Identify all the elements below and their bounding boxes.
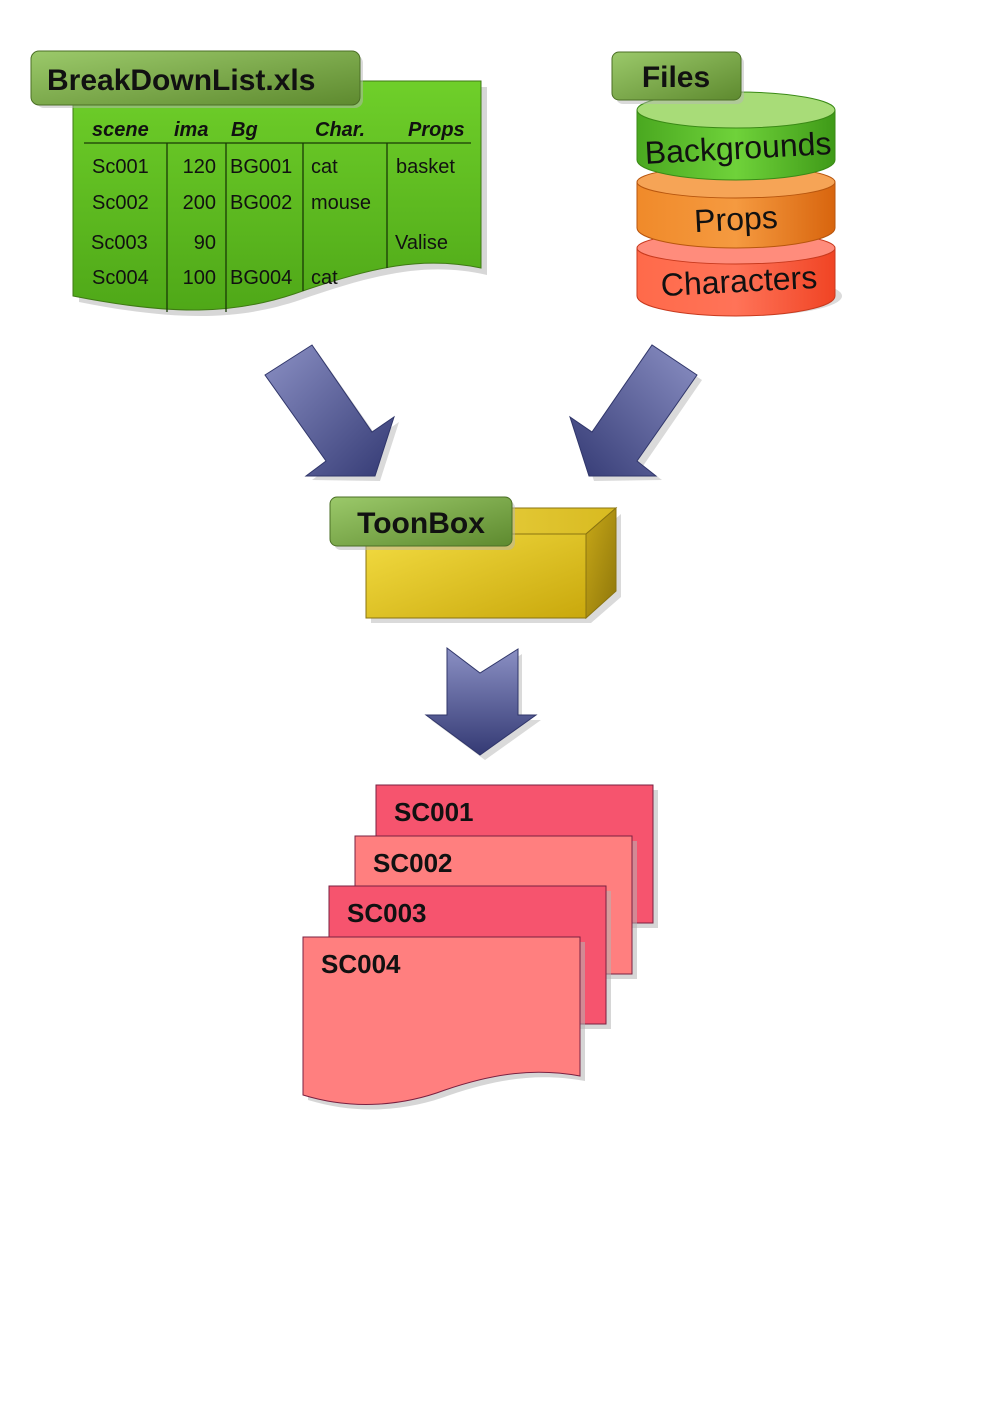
cell-scene: Sc002 xyxy=(92,192,149,214)
cell-char: cat xyxy=(311,267,338,289)
col-header-props: Props xyxy=(408,119,465,141)
table-row: Sc002 200 BG002 mouse xyxy=(92,192,371,214)
cell-ima: 100 xyxy=(183,267,216,289)
cell-scene: Sc004 xyxy=(92,267,149,289)
toonbox-title: ToonBox xyxy=(357,507,485,540)
backgrounds-cylinder: Backgrounds xyxy=(636,91,836,181)
toonbox-process: ToonBox xyxy=(329,496,621,623)
files-stack: Characters Props Backgrounds Files xyxy=(611,51,842,317)
arrow-down-icon xyxy=(424,646,541,760)
scene-card-label: SC002 xyxy=(373,848,453,878)
toonbox-title-tab xyxy=(329,496,513,547)
table-row: Sc003 90 Valise xyxy=(91,232,448,254)
cell-char: cat xyxy=(311,156,338,178)
table-row: Sc004 100 BG004 cat xyxy=(92,267,338,289)
arrow-right-down-icon xyxy=(569,344,702,481)
characters-label: Characters xyxy=(660,259,818,303)
table-row: Sc001 120 BG001 cat basket xyxy=(92,156,455,178)
props-label: Props xyxy=(693,199,778,239)
cell-ima: 120 xyxy=(183,156,216,178)
col-header-char: Char. xyxy=(315,119,365,141)
sheet-background xyxy=(72,80,482,311)
col-header-scene: scene xyxy=(92,119,149,141)
cell-ima: 200 xyxy=(183,192,216,214)
scene-card-label: SC004 xyxy=(321,949,401,979)
sheet-title-tab xyxy=(30,50,361,106)
cell-char: mouse xyxy=(311,192,371,214)
breakdown-list-sheet: scene ima Bg Char. Props Sc001 120 BG001… xyxy=(30,50,487,317)
output-scenes: SC001 SC002 SC003 SC004 xyxy=(302,784,658,1110)
cell-bg: BG004 xyxy=(230,267,292,289)
cell-ima: 90 xyxy=(194,232,216,254)
cell-props: Valise xyxy=(395,232,448,254)
sheet-title: BreakDownList.xls xyxy=(47,64,315,97)
scene-card-sc004: SC004 xyxy=(302,936,585,1110)
arrow-left-down-icon xyxy=(264,344,399,481)
col-header-bg: Bg xyxy=(231,119,258,141)
scene-card-label: SC003 xyxy=(347,898,427,928)
cell-scene: Sc003 xyxy=(91,232,148,254)
cell-props: basket xyxy=(396,156,455,178)
files-title: Files xyxy=(642,61,710,94)
cell-scene: Sc001 xyxy=(92,156,149,178)
cell-bg: BG002 xyxy=(230,192,292,214)
cell-bg: BG001 xyxy=(230,156,292,178)
files-title-tab xyxy=(611,51,742,101)
scene-card-label: SC001 xyxy=(394,797,474,827)
col-header-ima: ima xyxy=(174,119,208,141)
